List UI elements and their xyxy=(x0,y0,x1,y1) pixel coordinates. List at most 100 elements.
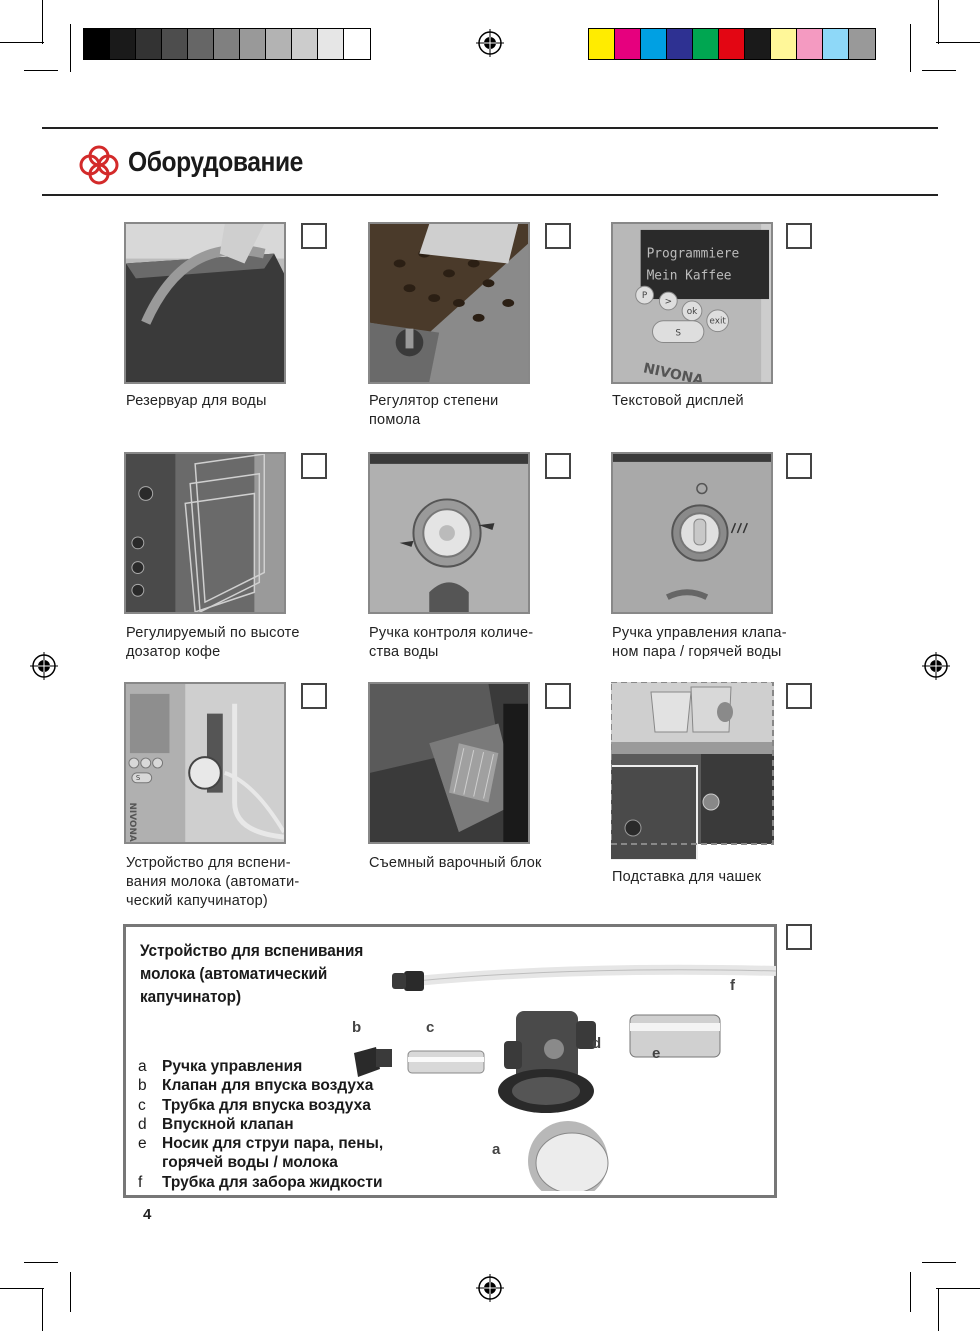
color-swatch xyxy=(641,29,667,59)
s-button: S xyxy=(675,329,681,339)
figure-caption: Подставка для чашек xyxy=(612,868,812,887)
figure-number-box xyxy=(786,924,812,950)
ok-button: ok xyxy=(687,307,698,317)
figure-caption: Устройство для вспени-вания молока (авто… xyxy=(126,854,326,911)
color-swatch xyxy=(797,29,823,59)
legend-text-line: Носик для струи пара, пены, xyxy=(162,1135,384,1153)
crop-mark xyxy=(910,24,911,72)
crop-mark xyxy=(938,1288,939,1331)
color-swatch xyxy=(745,29,771,59)
cappuccinatore-parts-box: Устройство для вспенивания молока (автома… xyxy=(123,924,777,1198)
part-label-f: f xyxy=(730,977,735,994)
color-swatch xyxy=(240,29,266,59)
part-label-d: d xyxy=(592,1035,602,1052)
legend-row: a Ручка управления xyxy=(138,1057,383,1076)
color-swatch xyxy=(771,29,797,59)
color-swatch xyxy=(214,29,240,59)
color-swatch xyxy=(110,29,136,59)
gray-swatch-bar xyxy=(83,28,371,60)
color-swatch xyxy=(719,29,745,59)
caption-line: Резервуар для воды xyxy=(126,393,267,409)
color-swatch xyxy=(266,29,292,59)
caption-line: дозатор кофе xyxy=(126,644,221,660)
legend-key: f xyxy=(138,1173,143,1191)
figure-number-box xyxy=(545,683,571,709)
legend-key: b xyxy=(138,1077,147,1095)
legend-text: Клапан для впуска воздуха xyxy=(162,1076,373,1095)
display-line-2: Mein Kaffee xyxy=(647,268,732,283)
crop-mark xyxy=(24,1262,58,1263)
color-swatch xyxy=(162,29,188,59)
legend-text-line: Впускной клапан xyxy=(162,1115,294,1133)
crop-mark xyxy=(24,70,58,71)
figure-steam-knob xyxy=(611,452,773,614)
crop-mark xyxy=(70,24,71,72)
figure-caption: Ручка управления клапа-ном пара / горяче… xyxy=(612,624,812,662)
figure-number-box xyxy=(786,223,812,249)
caption-line: Съемный варочный блок xyxy=(369,855,542,871)
figure-number-box xyxy=(545,453,571,479)
legend-row: d Впускной клапан xyxy=(138,1115,383,1134)
color-swatch xyxy=(667,29,693,59)
part-label-c: c xyxy=(426,1019,435,1036)
figure-coffee-spout xyxy=(124,452,286,614)
caption-line: помола xyxy=(369,412,421,428)
crop-mark xyxy=(936,42,980,43)
part-label-a: a xyxy=(492,1141,501,1158)
crop-mark xyxy=(922,70,956,71)
registration-mark-icon xyxy=(922,652,950,680)
caption-line: ства воды xyxy=(369,644,439,660)
legend-text-line: горячей воды / молока xyxy=(162,1154,338,1172)
parts-box-title: Устройство для вспенивания молока (автома… xyxy=(140,939,363,1008)
color-swatch xyxy=(849,29,875,59)
color-swatch xyxy=(823,29,849,59)
caption-line: Устройство для вспени- xyxy=(126,855,291,871)
legend-row: e Носик для струи пара, пены,горячей воды… xyxy=(138,1134,383,1173)
figure-water-knob xyxy=(368,452,530,614)
registration-mark-icon xyxy=(476,29,504,57)
legend-key: e xyxy=(138,1135,147,1153)
legend-text-line: Трубка для забора жидкости xyxy=(162,1173,383,1191)
legend-text-line: Ручка управления xyxy=(162,1058,303,1075)
legend-key: d xyxy=(138,1115,147,1133)
figure-caption: Съемный варочный блок xyxy=(369,854,569,873)
color-swatch-bar xyxy=(588,28,876,60)
parts-box-title-line: капучинатор) xyxy=(140,987,242,1006)
caption-line: Регулируемый по высоте xyxy=(126,625,300,641)
exit-button: exit xyxy=(709,317,726,327)
legend-text: Трубка для забора жидкости xyxy=(162,1173,383,1192)
legend-row: b Клапан для впуска воздуха xyxy=(138,1076,383,1095)
color-swatch xyxy=(188,29,214,59)
parts-box-title-line: Устройство для вспенивания xyxy=(140,941,364,960)
registration-mark-icon xyxy=(30,652,58,680)
crop-mark xyxy=(936,1288,980,1289)
parts-box-title-line: молока (автоматический xyxy=(140,964,328,983)
caption-line: Регулятор степени xyxy=(369,393,499,409)
crop-mark xyxy=(0,42,44,43)
figure-cup-tray xyxy=(611,682,774,860)
legend-text-line: Трубка для впуска воздуха xyxy=(162,1096,371,1114)
figure-caption: Резервуар для воды xyxy=(126,392,326,411)
part-label-e: e xyxy=(652,1045,661,1062)
color-swatch xyxy=(136,29,162,59)
caption-line: Подставка для чашек xyxy=(612,869,762,885)
figure-brewing-unit xyxy=(368,682,530,844)
crop-mark xyxy=(70,1272,71,1312)
figure-grinder-knob xyxy=(368,222,530,384)
crop-mark xyxy=(42,1288,43,1331)
legend-text: Носик для струи пара, пены,горячей воды … xyxy=(162,1134,383,1173)
crop-mark xyxy=(42,0,43,44)
figure-number-box xyxy=(545,223,571,249)
page-title: Оборудование xyxy=(128,146,303,177)
legend-text: Впускной клапан xyxy=(162,1115,294,1134)
figure-number-box xyxy=(301,453,327,479)
header-bottom-rule xyxy=(42,194,938,196)
legend-key: a xyxy=(138,1058,147,1075)
color-swatch xyxy=(318,29,344,59)
figure-text-display: Programmiere Mein Kaffee P > ok exit S N… xyxy=(611,222,773,384)
parts-legend: a Ручка управления b Клапан для впуска возд… xyxy=(138,1057,383,1192)
figure-caption: Регулятор степени помола xyxy=(369,392,569,430)
figure-cappuccinatore: S NIVONA xyxy=(124,682,286,844)
figure-number-box xyxy=(301,683,327,709)
